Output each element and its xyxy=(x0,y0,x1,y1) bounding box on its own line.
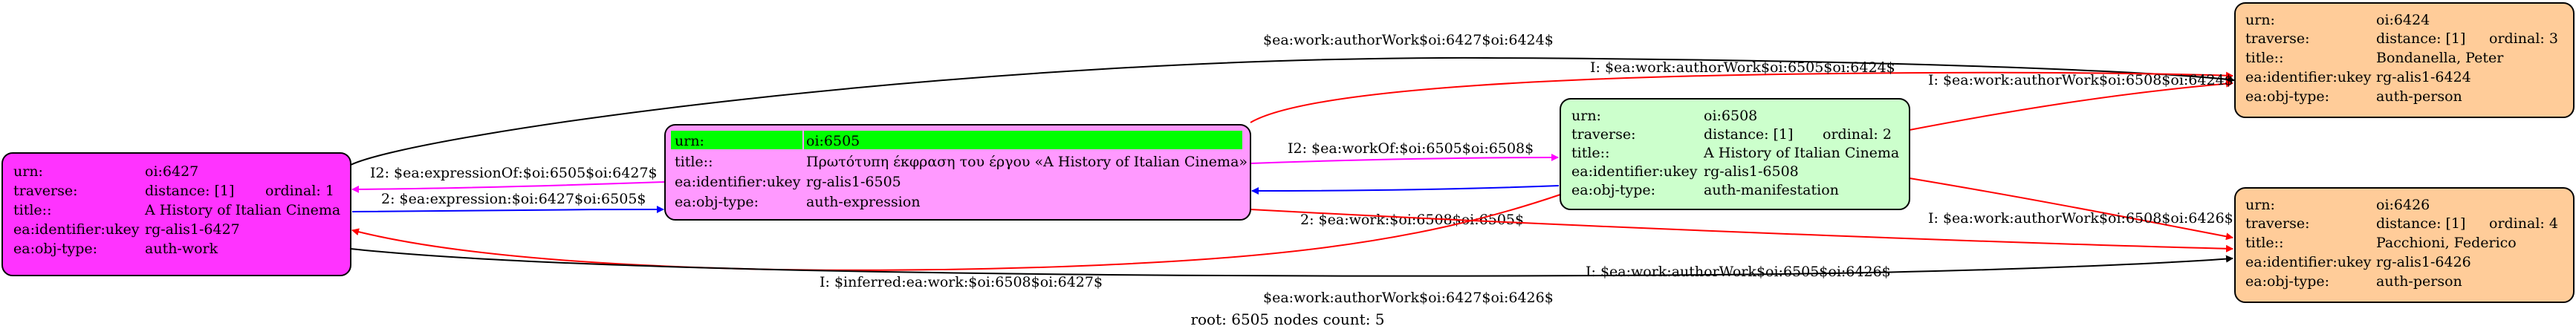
expression-title-key: title:: xyxy=(675,154,713,170)
edge-work-to-person1 xyxy=(350,56,2235,166)
graph-footer: root: 6505 nodes count: 5 xyxy=(1190,310,1384,328)
manifestation-urn-value: oi:6508 xyxy=(1704,108,1757,124)
expression-header-value-cell xyxy=(804,131,1242,149)
node-expression[interactable]: urn: oi:6505 title:: Πρωτότυπη έκφραση τ… xyxy=(664,124,1251,221)
manifestation-title-value: A History of Italian Cinema xyxy=(1703,145,1899,161)
manifestation-objtype-value: auth-manifestation xyxy=(1704,182,1839,198)
expression-ukey-key: ea:identifier:ukey xyxy=(675,174,801,190)
expression-header-key-cell xyxy=(671,131,802,149)
person2-title-key: title:: xyxy=(2245,235,2283,251)
person2-urn-key: urn: xyxy=(2245,197,2275,213)
manifestation-urn-key: urn: xyxy=(1571,108,1601,124)
manifestation-traverse-key: traverse: xyxy=(1571,126,1636,143)
person1-title-value: Bondanella, Peter xyxy=(2376,50,2504,66)
expression-ukey-value: rg-alis1-6505 xyxy=(806,174,901,190)
edge-manifestation-to-person2 xyxy=(1909,177,2233,241)
edge-label-manif-person1: I: $ea:work:authorWork$oi:6508$oi:6424$ xyxy=(1928,72,2233,88)
manifestation-objtype-key: ea:obj-type: xyxy=(1571,182,1655,198)
node-person-6426[interactable]: urn: oi:6426 traverse: distance: [1] ord… xyxy=(2234,187,2575,303)
person1-urn-value: oi:6424 xyxy=(2376,12,2430,28)
person1-objtype-key: ea:obj-type: xyxy=(2245,88,2329,105)
person2-ukey-value: rg-alis1-6426 xyxy=(2376,254,2471,270)
work-objtype-value: auth-work xyxy=(145,241,218,257)
edge-label-expr-person2: I: $ea:work:authorWork$oi:6505$oi:6426$ xyxy=(1586,264,1891,280)
work-traverse-value: distance: [1] xyxy=(145,183,234,199)
node-manifestation[interactable]: urn: oi:6508 traverse: distance: [1] ord… xyxy=(1560,98,1910,210)
manifestation-ukey-key: ea:identifier:ukey xyxy=(1571,163,1698,180)
manifestation-ukey-value: rg-alis1-6508 xyxy=(1704,163,1799,180)
edge-label-manif-person2: I: $ea:work:authorWork$oi:6508$oi:6426$ xyxy=(1928,210,2233,227)
person1-urn-key: urn: xyxy=(2245,12,2275,28)
expression-urn-value: oi:6505 xyxy=(806,133,860,149)
edge-manifestation-to-expression xyxy=(1251,185,1560,195)
person1-ukey-key: ea:identifier:ukey xyxy=(2245,69,2372,85)
node-work[interactable]: urn: oi:6427 traverse: distance: [1] ord… xyxy=(1,152,351,276)
node-person-6424[interactable]: urn: oi:6424 traverse: distance: [1] ord… xyxy=(2234,2,2575,118)
edge-label-expr-person1: I: $ea:work:authorWork$oi:6505$oi:6424$ xyxy=(1590,59,1895,76)
person1-traverse-value: distance: [1] xyxy=(2376,30,2465,47)
edge-label-work-person1: $ea:work:authorWork$oi:6427$oi:6424$ xyxy=(1263,32,1554,48)
edge-label-expr-manif: I2: $ea:workOf:$oi:6505$oi:6508$ xyxy=(1288,140,1534,157)
person2-traverse-value: distance: [1] xyxy=(2376,215,2465,232)
manifestation-ordinal: ordinal: 2 xyxy=(1823,126,1892,143)
edge-work-to-expression xyxy=(351,206,664,214)
expression-title-value: Πρωτότυπη έκφραση του έργου «A History o… xyxy=(806,154,1248,170)
edge-work-to-person2 xyxy=(350,248,2233,277)
edges-layer: $ea:work:authorWork$oi:6427$oi:6424$ I: … xyxy=(350,32,2235,306)
work-ordinal: ordinal: 1 xyxy=(265,183,334,199)
person2-objtype-value: auth-person xyxy=(2376,273,2462,290)
person2-traverse-key: traverse: xyxy=(2245,215,2310,232)
work-title-value: A History of Italian Cinema xyxy=(144,202,340,218)
edge-expression-to-person2 xyxy=(1250,209,2233,253)
edge-manifestation-to-work xyxy=(351,194,1561,271)
person2-objtype-key: ea:obj-type: xyxy=(2245,273,2329,290)
edge-label-manif-expr: 2: $ea:work:$oi:6508$oi:6505$ xyxy=(1300,212,1524,228)
person1-ordinal: ordinal: 3 xyxy=(2489,30,2558,47)
edge-label-work-expr: 2: $ea:expression:$oi:6427$oi:6505$ xyxy=(381,191,646,207)
person1-objtype-value: auth-person xyxy=(2376,88,2462,105)
person1-ukey-value: rg-alis1-6424 xyxy=(2376,69,2471,85)
manifestation-traverse-value: distance: [1] xyxy=(1704,126,1793,143)
expression-urn-key: urn: xyxy=(675,133,704,149)
work-ukey-key: ea:identifier:ukey xyxy=(13,221,140,238)
edge-expression-to-person1 xyxy=(1250,71,2233,123)
edge-manifestation-to-person1 xyxy=(1909,79,2233,131)
work-title-key: title:: xyxy=(13,202,51,218)
work-urn-key: urn: xyxy=(13,163,43,180)
work-traverse-key: traverse: xyxy=(13,183,78,199)
edge-label-manif-work: I: $inferred:ea:work:$oi:6508$oi:6427$ xyxy=(820,274,1103,290)
work-urn-value: oi:6427 xyxy=(145,163,198,180)
person1-traverse-key: traverse: xyxy=(2245,30,2310,47)
expression-objtype-key: ea:obj-type: xyxy=(675,194,759,210)
manifestation-title-key: title:: xyxy=(1571,145,1609,161)
person1-title-key: title:: xyxy=(2245,50,2283,66)
person2-ordinal: ordinal: 4 xyxy=(2489,215,2558,232)
edge-label-expr-work: I2: $ea:expressionOf:$oi:6505$oi:6427$ xyxy=(370,165,658,181)
work-objtype-key: ea:obj-type: xyxy=(13,241,97,257)
edge-expression-to-work xyxy=(351,181,666,193)
expression-objtype-value: auth-expression xyxy=(806,194,921,210)
person2-urn-value: oi:6426 xyxy=(2376,197,2430,213)
work-ukey-value: rg-alis1-6427 xyxy=(145,221,240,238)
edge-label-work-person2: $ea:work:authorWork$oi:6427$oi:6426$ xyxy=(1263,290,1554,306)
person2-ukey-key: ea:identifier:ukey xyxy=(2245,254,2372,270)
person2-title-value: Pacchioni, Federico xyxy=(2376,235,2517,251)
edge-expression-to-manifestation xyxy=(1250,154,1559,164)
